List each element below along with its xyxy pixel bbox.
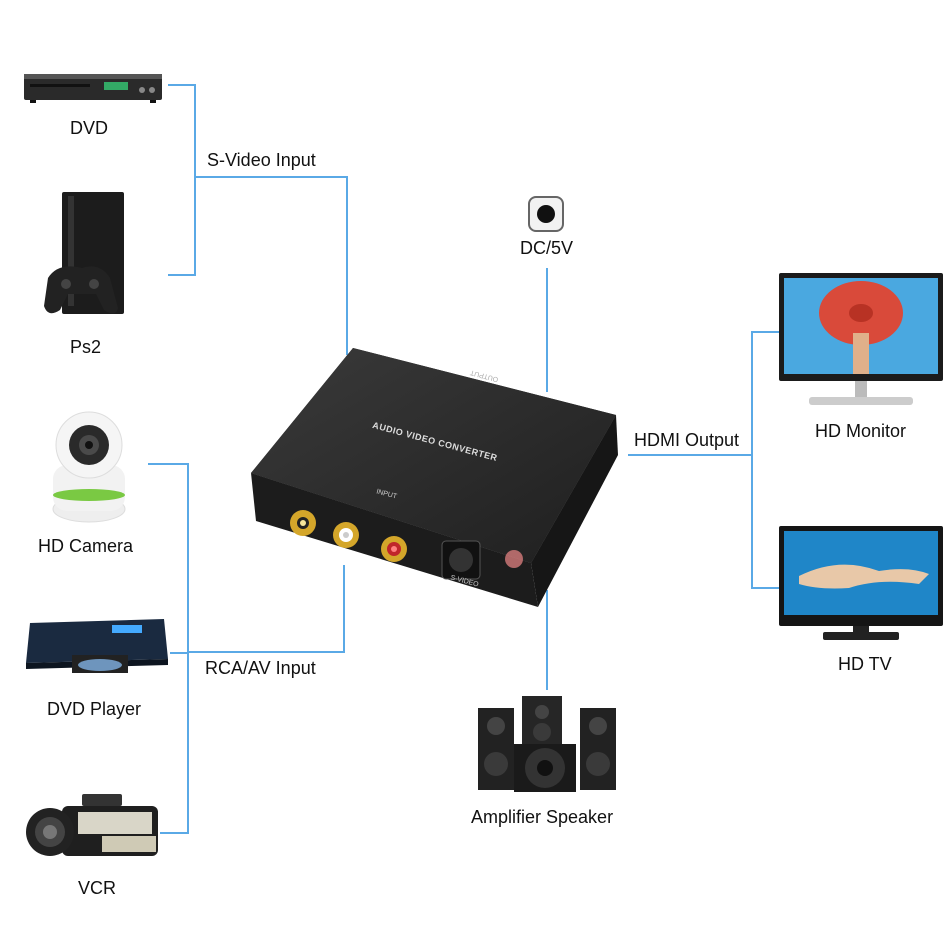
rca-to-box-line [188,565,345,653]
rca-input-label: RCA/AV Input [205,658,316,678]
ps2-device [38,190,133,330]
dc-label: DC/5V [520,238,574,258]
hd-monitor-device [779,273,945,409]
dc-port [527,195,565,233]
dc-jack-icon [528,196,564,232]
dvd-player-device [22,615,172,677]
tv-icon [779,526,943,640]
rca-line [148,463,189,834]
hdmi-bracket-line [751,331,780,589]
vcr-label: VCR [78,878,117,898]
dvd-player-label: DVD Player [47,699,142,719]
hd-tv-label: HD TV [838,654,892,674]
dvd-label: DVD [70,118,109,138]
hd-monitor-label: HD Monitor [815,421,907,441]
svideo-input-label: S-Video Input [207,150,316,170]
ps2-icon [44,192,124,314]
monitor-icon [779,273,943,405]
speaker-icon [478,696,616,792]
hd-camera-device [48,405,130,523]
camera-icon [52,411,126,523]
vcr-icon [26,794,158,856]
ps2-label: Ps2 [70,337,102,357]
svideo-to-box-line [195,176,348,355]
dvd-icon [24,74,162,103]
svideo-line [168,84,196,276]
speaker-label: Amplifier Speaker [471,807,614,827]
dvd-device [24,70,164,103]
converter-box [248,345,620,610]
speaker-device [476,694,618,794]
converter-icon [251,348,618,607]
vcr-device [22,792,162,864]
hd-camera-label: HD Camera [38,536,134,556]
dvd-player-icon [26,619,168,673]
hd-tv-device [779,526,945,644]
hdmi-output-label: HDMI Output [634,430,740,450]
